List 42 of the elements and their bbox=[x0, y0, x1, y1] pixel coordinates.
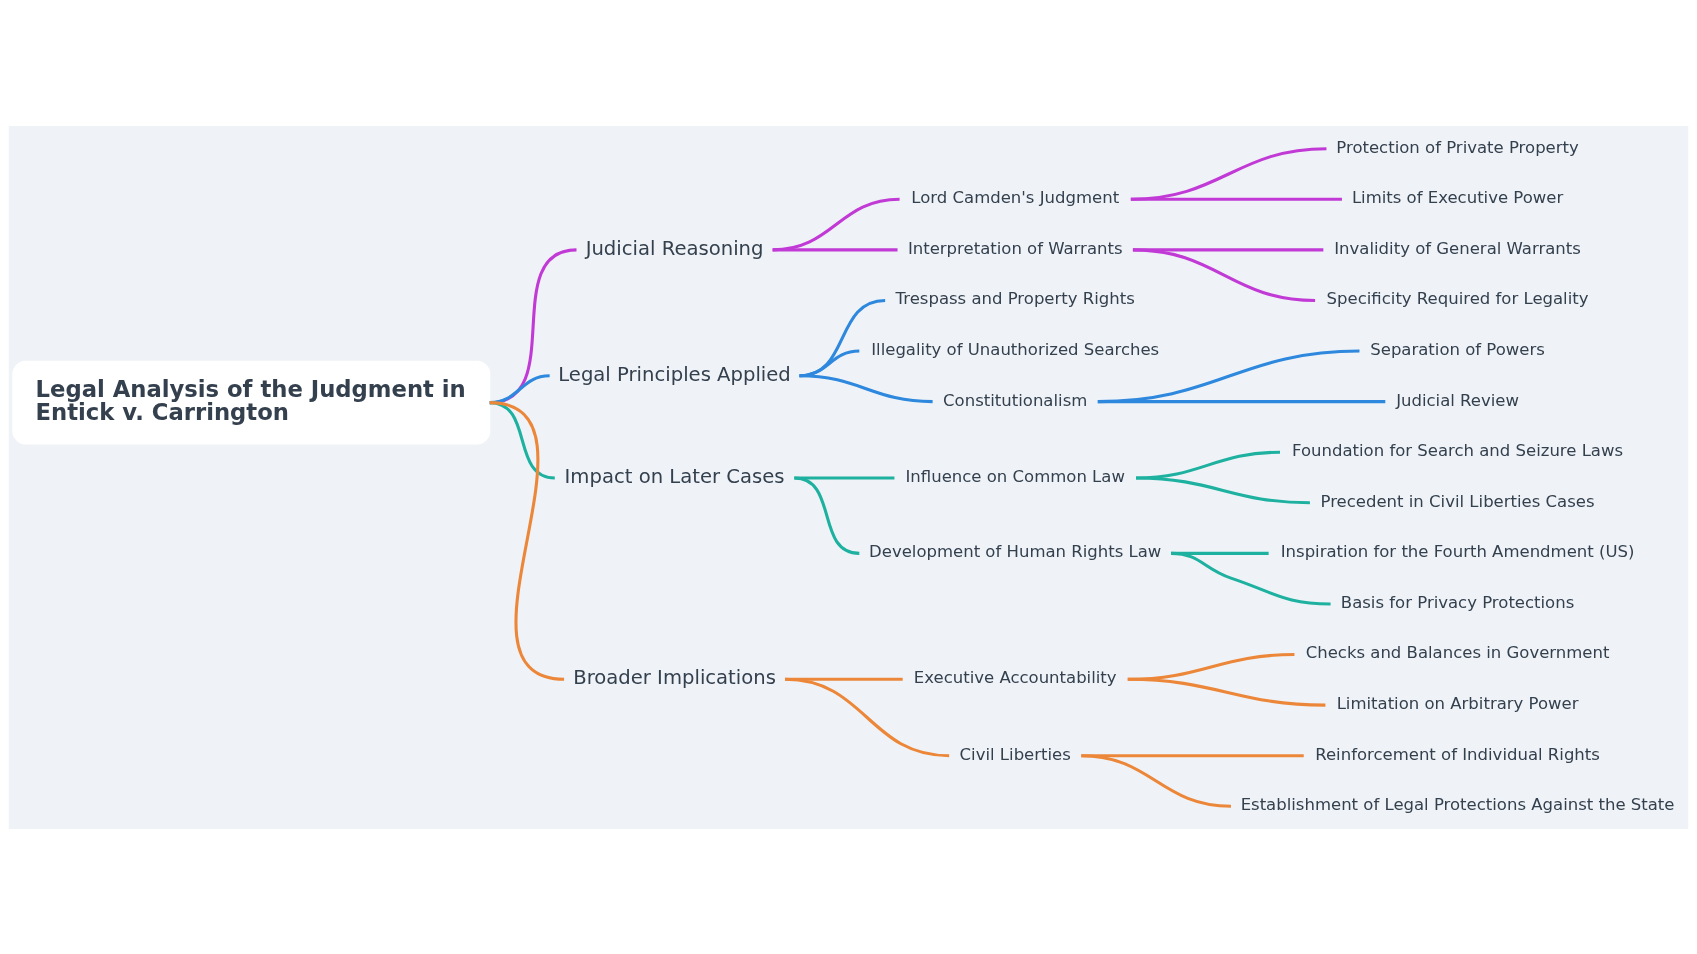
node-text: Illegality of Unauthorized Searches bbox=[871, 339, 1160, 359]
connector bbox=[784, 677, 950, 757]
connector bbox=[799, 373, 933, 403]
node-text: Foundation for Search and Seizure Laws bbox=[1292, 440, 1624, 460]
connector bbox=[1171, 551, 1331, 605]
node-text: Impact on Later Cases bbox=[564, 464, 785, 488]
node-text: Judicial Reasoning bbox=[585, 236, 764, 260]
node-text: Protection of Private Property bbox=[1336, 137, 1579, 157]
connector bbox=[772, 197, 900, 251]
node-text: Limitation on Arbitrary Power bbox=[1336, 693, 1579, 713]
connector bbox=[1127, 677, 1326, 707]
node-text: Checks and Balances in Government bbox=[1305, 642, 1610, 662]
node-text: Specificity Required for Legality bbox=[1326, 288, 1589, 308]
node-text: Executive Accountability bbox=[913, 667, 1117, 687]
node-text: Development of Human Rights Law bbox=[869, 541, 1162, 561]
node-text: Constitutionalism bbox=[943, 390, 1088, 410]
node-text: Lord Camden's Judgment bbox=[911, 187, 1120, 207]
node-text: Separation of Powers bbox=[1370, 339, 1545, 359]
node-text: Broader Implications bbox=[573, 665, 776, 689]
node-text: Establishment of Legal Protections Against the State bbox=[1240, 794, 1675, 814]
node-text: Inspiration for the Fourth Amendment (US) bbox=[1280, 541, 1635, 561]
connector bbox=[772, 247, 898, 251]
connector bbox=[794, 475, 895, 480]
node-text: Basis for Privacy Protections bbox=[1340, 592, 1575, 612]
node-text: Influence on Common Law bbox=[905, 466, 1125, 486]
node-text: Invalidity of General Warrants bbox=[1334, 238, 1581, 258]
node-text: Judicial Review bbox=[1396, 390, 1519, 410]
node-text: Legal Principles Applied bbox=[558, 362, 791, 386]
node-text: Precedent in Civil Liberties Cases bbox=[1320, 491, 1595, 511]
node-text: Limits of Executive Power bbox=[1351, 187, 1564, 207]
connector bbox=[1132, 247, 1316, 302]
node-text: Interpretation of Warrants bbox=[907, 238, 1123, 258]
node-box: Legal Analysis of the Judgment in Entick v. Carrington bbox=[12, 360, 491, 444]
connector bbox=[1135, 475, 1310, 504]
node-text: Civil Liberties bbox=[959, 744, 1071, 764]
connector bbox=[794, 476, 860, 555]
node-text: Trespass and Property Rights bbox=[895, 288, 1135, 308]
connector bbox=[1130, 197, 1342, 201]
connector bbox=[1097, 399, 1386, 403]
connector bbox=[489, 400, 565, 681]
node-text: Reinforcement of Individual Rights bbox=[1315, 744, 1600, 764]
connector bbox=[1081, 753, 1232, 808]
